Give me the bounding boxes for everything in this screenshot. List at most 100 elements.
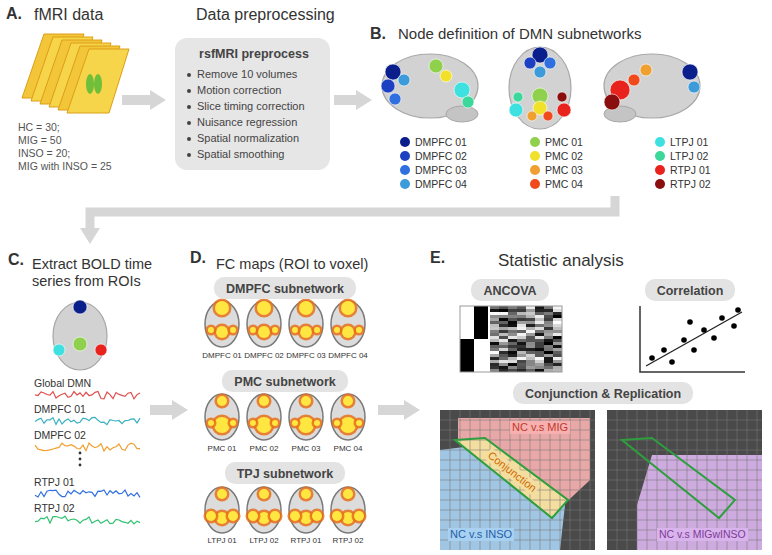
design-cell xyxy=(508,315,517,318)
fc-halo xyxy=(248,325,259,336)
design-cell xyxy=(508,312,517,315)
panel-letter: A. xyxy=(6,4,22,23)
design-cell xyxy=(499,354,508,357)
design-cell xyxy=(517,324,526,327)
roi-blob xyxy=(462,96,474,108)
fc-core xyxy=(250,420,256,426)
design-cell xyxy=(517,312,526,315)
roi-label: PMC 04 xyxy=(334,444,363,454)
design-cell xyxy=(553,363,562,366)
legend-text: PMC 01 xyxy=(545,136,583,148)
scatter-point xyxy=(731,323,737,329)
axial-slice xyxy=(205,301,239,347)
fc-core xyxy=(292,420,298,426)
design-cell xyxy=(490,324,499,327)
design-cell xyxy=(526,324,535,327)
section-pill: TPJ subnetwork xyxy=(225,462,346,484)
roi-label: LTPJ 01 xyxy=(207,536,236,546)
fc-core xyxy=(250,327,256,333)
legend-text: RTPJ 01 xyxy=(670,164,711,176)
design-cell xyxy=(474,339,488,372)
design-cell xyxy=(499,366,508,369)
design-cell xyxy=(553,309,562,312)
design-cell xyxy=(544,351,553,354)
fc-core xyxy=(314,420,320,426)
design-cell xyxy=(535,333,544,336)
fc-halo xyxy=(352,509,367,524)
fc-core xyxy=(354,511,364,521)
roi-label: RTPJ 01 xyxy=(291,536,322,546)
scatter-point xyxy=(691,347,697,353)
bullet-row: Slice timing correction xyxy=(187,98,321,114)
fc-core xyxy=(256,417,272,433)
bold-timeseries xyxy=(35,490,140,497)
design-cell xyxy=(499,312,508,315)
design-cell xyxy=(499,321,508,324)
grid-line xyxy=(607,470,762,471)
design-cell xyxy=(526,339,535,342)
axial-slice xyxy=(247,394,281,440)
fc-core xyxy=(217,489,227,499)
fc-halo xyxy=(299,394,314,409)
design-cell xyxy=(553,324,562,327)
design-cell xyxy=(544,357,553,360)
design-cell xyxy=(508,342,517,345)
design-cell xyxy=(535,315,544,318)
roi-blob xyxy=(389,93,401,105)
bullet-row: Remove 10 volumes xyxy=(187,66,321,82)
fc-core xyxy=(343,396,353,406)
design-cell xyxy=(490,312,499,315)
fc-halo xyxy=(257,487,272,502)
design-cell xyxy=(508,339,517,342)
fc-core xyxy=(230,327,236,333)
panel-letter: C. xyxy=(8,250,24,269)
design-cell xyxy=(526,351,535,354)
region-label: NC v.s INSO xyxy=(448,528,514,541)
bullet-dot xyxy=(187,137,191,141)
fc-core xyxy=(270,511,280,521)
legend-text: DMPFC 01 xyxy=(415,136,467,148)
roi-blob xyxy=(682,64,698,80)
fc-halo xyxy=(354,418,365,429)
scatter-point xyxy=(649,355,655,361)
pill-text: ANCOVA xyxy=(483,284,536,298)
legend-text: PMC 04 xyxy=(545,178,583,190)
design-cell xyxy=(535,366,544,369)
design-cell xyxy=(535,330,544,333)
section-pill: ANCOVA xyxy=(471,279,548,301)
design-cell xyxy=(553,360,562,363)
design-cell xyxy=(508,309,517,312)
design-cell xyxy=(499,324,508,327)
design-cell xyxy=(490,330,499,333)
design-cell xyxy=(535,339,544,342)
fc-halo xyxy=(332,325,343,336)
design-cell xyxy=(535,336,544,339)
series-label: DMPFC 02 xyxy=(34,429,86,442)
design-cell xyxy=(517,357,526,360)
design-cell xyxy=(544,336,553,339)
box-heading: rsfMRI preprocess xyxy=(187,46,321,62)
roi-blob xyxy=(53,344,65,356)
design-cell xyxy=(499,348,508,351)
design-cell xyxy=(526,360,535,363)
fc-core xyxy=(342,326,354,338)
design-cell xyxy=(508,363,517,366)
fc-halo xyxy=(270,418,281,429)
legend-item: DMPFC 04 xyxy=(400,178,467,190)
fc-halo xyxy=(310,509,325,524)
roi-blob xyxy=(398,74,410,86)
design-cell xyxy=(460,306,474,339)
fc-halo xyxy=(228,418,239,429)
fc-halo xyxy=(270,325,281,336)
design-cell xyxy=(535,363,544,366)
design-cell xyxy=(553,333,562,336)
fc-halo xyxy=(228,325,239,336)
design-cell xyxy=(508,336,517,339)
design-cell xyxy=(553,330,562,333)
design-cell xyxy=(544,324,553,327)
conjunction-outline xyxy=(455,438,568,518)
roi-blob xyxy=(454,82,470,98)
design-cell xyxy=(499,315,508,318)
series-label: RTPJ 01 xyxy=(34,476,75,489)
